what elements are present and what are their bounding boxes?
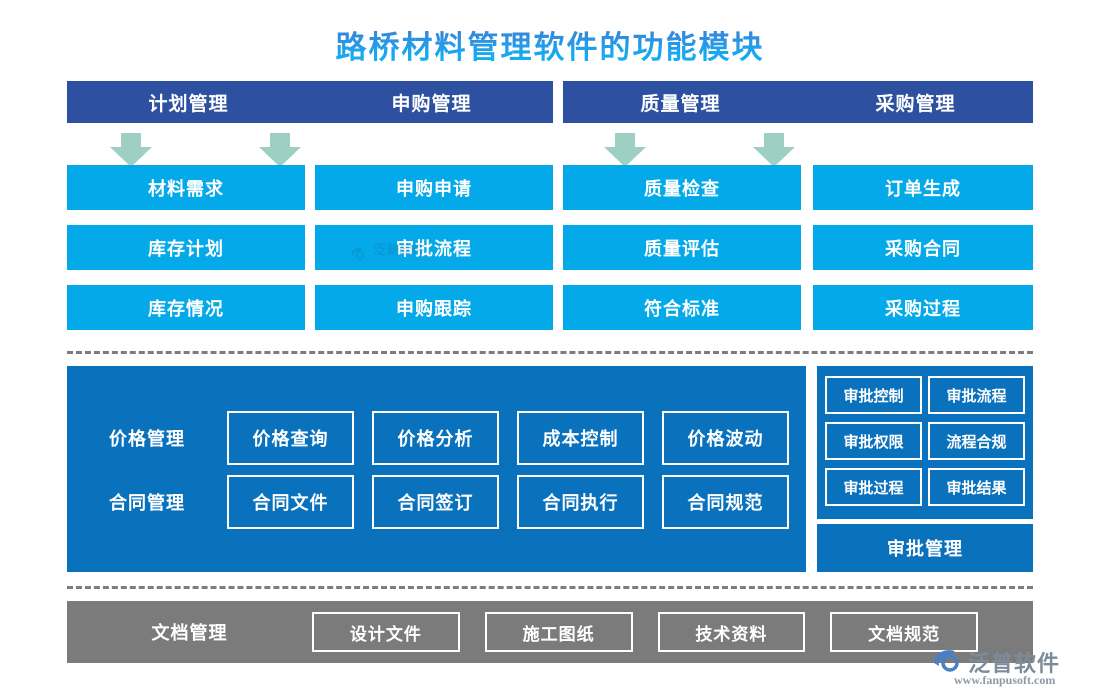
header-purchase-management[interactable]: 采购管理 — [875, 92, 956, 115]
cell-flow-compliance[interactable]: 流程合规 — [928, 422, 1025, 460]
cell-technical-data[interactable]: 技术资料 — [657, 612, 806, 652]
brand-logo: 泛普软件 www.fanpusoft.com — [932, 646, 1092, 692]
module-standard-compliance[interactable]: 符合标准 — [563, 285, 801, 330]
footer-label-document-management: 文档管理 — [151, 623, 228, 644]
cell-price-fluctuation[interactable]: 价格波动 — [662, 411, 789, 465]
document-management-bar: 文档管理 设计文件 施工图纸 技术资料 文档规范 — [67, 601, 1033, 663]
panel-gap — [806, 366, 817, 572]
cell-price-analysis[interactable]: 价格分析 — [372, 411, 499, 465]
approval-panel: 审批控制 审批权限 审批过程 审批流程 流程合规 审批结果 审批管理 — [817, 366, 1033, 572]
row-label-price-management: 价格管理 — [109, 429, 185, 450]
module-order-generation[interactable]: 订单生成 — [813, 165, 1033, 210]
price-management-row: 价格管理 价格查询 价格分析 成本控制 价格波动 — [67, 410, 807, 466]
cell-cost-control[interactable]: 成本控制 — [517, 411, 644, 465]
cell-approval-authority[interactable]: 审批权限 — [825, 422, 922, 460]
dashed-divider-bottom — [67, 586, 1033, 589]
down-arrow-icon — [259, 133, 301, 167]
header-bar-right: 质量管理 采购管理 — [563, 81, 1033, 123]
fanpu-logo-icon — [934, 650, 959, 672]
header-bar-left: 计划管理 申购管理 — [67, 81, 553, 123]
approval-column-left: 审批控制 审批权限 审批过程 — [825, 376, 922, 522]
module-approval-flow[interactable]: 审批流程 — [315, 225, 553, 270]
module-quality-inspection[interactable]: 质量检查 — [563, 165, 801, 210]
logo-url: www.fanpusoft.com — [954, 673, 1056, 687]
cell-price-query[interactable]: 价格查询 — [227, 411, 354, 465]
approval-grid: 审批控制 审批权限 审批过程 审批流程 流程合规 审批结果 — [817, 366, 1033, 522]
cell-contract-signing[interactable]: 合同签订 — [372, 475, 499, 529]
cell-contract-execution[interactable]: 合同执行 — [517, 475, 644, 529]
approval-column-right: 审批流程 流程合规 审批结果 — [928, 376, 1025, 522]
module-stock-plan[interactable]: 库存计划 — [67, 225, 305, 270]
approval-management-label: 审批管理 — [887, 539, 963, 560]
dashed-divider-top — [67, 351, 1033, 354]
cell-document-spec[interactable]: 文档规范 — [830, 612, 978, 652]
cell-approval-flow[interactable]: 审批流程 — [928, 376, 1025, 414]
cell-construction-drawing[interactable]: 施工图纸 — [484, 612, 633, 652]
contract-management-row: 合同管理 合同文件 合同签订 合同执行 合同规范 — [67, 474, 807, 530]
module-requisition-apply[interactable]: 申购申请 — [315, 165, 553, 210]
logo-name: 泛普软件 — [968, 651, 1061, 677]
header-quality-management[interactable]: 质量管理 — [640, 92, 721, 115]
cell-contract-file[interactable]: 合同文件 — [227, 475, 354, 529]
approval-separator — [817, 519, 1033, 524]
price-contract-panel: 价格管理 价格查询 价格分析 成本控制 价格波动 合同管理 合同文件 合同签订 … — [67, 366, 807, 572]
module-requisition-track[interactable]: 申购跟踪 — [315, 285, 553, 330]
row-label-contract-management: 合同管理 — [109, 493, 185, 514]
cell-approval-control[interactable]: 审批控制 — [825, 376, 922, 414]
cell-design-file[interactable]: 设计文件 — [312, 612, 460, 652]
module-purchase-contract[interactable]: 采购合同 — [813, 225, 1033, 270]
header-requisition-management[interactable]: 申购管理 — [391, 92, 472, 115]
down-arrow-icon — [110, 133, 152, 167]
down-arrow-icon — [604, 133, 646, 167]
cell-approval-result[interactable]: 审批结果 — [928, 468, 1025, 506]
cell-approval-process[interactable]: 审批过程 — [825, 468, 922, 506]
module-quality-evaluation[interactable]: 质量评估 — [563, 225, 801, 270]
down-arrow-icon — [753, 133, 795, 167]
header-plan-management[interactable]: 计划管理 — [148, 92, 229, 115]
cell-contract-spec[interactable]: 合同规范 — [662, 475, 789, 529]
module-material-demand[interactable]: 材料需求 — [67, 165, 305, 210]
module-purchase-process[interactable]: 采购过程 — [813, 285, 1033, 330]
module-stock-status[interactable]: 库存情况 — [67, 285, 305, 330]
page-title: 路桥材料管理软件的功能模块 — [0, 22, 1100, 67]
